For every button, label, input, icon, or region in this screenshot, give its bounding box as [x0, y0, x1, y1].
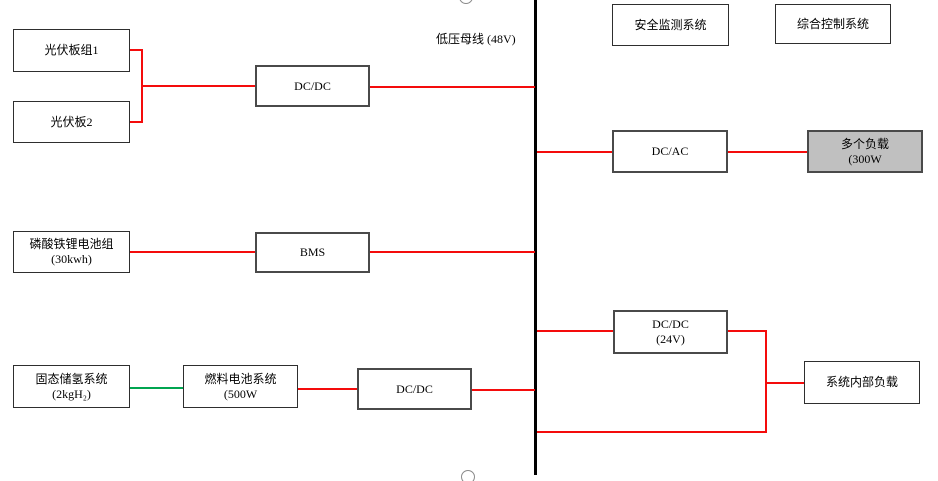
node-h2-storage-sub: (2kgH₂) [52, 386, 91, 401]
wire-pv2-stub [130, 121, 143, 123]
wire-dcac-to-loads [728, 151, 807, 153]
wire-battery-to-bms [130, 251, 255, 253]
node-integrated-control: 综合控制系统 [775, 4, 891, 44]
node-pv-panel-2-label: 光伏板2 [50, 114, 93, 129]
wire-junction-vertical [765, 330, 767, 433]
node-dcdc-fuel-cell: DC/DC [357, 368, 472, 410]
node-internal-load: 系统内部负载 [804, 361, 920, 404]
node-lifepo4-battery-label: 磷酸铁锂电池组 [29, 237, 114, 251]
node-dcdc-pv: DC/DC [255, 65, 370, 107]
wire-pv1-stub [130, 49, 143, 51]
node-h2-storage: 固态储氢系统 (2kgH₂) [13, 365, 130, 408]
node-pv-panel-2: 光伏板2 [13, 101, 130, 143]
node-h2-storage-label: 固态储氢系统 [35, 371, 108, 386]
node-bms: BMS [255, 232, 370, 273]
wire-dcdc-fc-to-bus [472, 389, 535, 391]
wire-bus-bottom-to-junction [537, 431, 767, 433]
node-dcac-inverter: DC/AC [612, 130, 728, 173]
wire-fuelcell-to-dcdc [298, 388, 357, 390]
node-pv-group-1: 光伏板组1 [13, 29, 130, 72]
node-fuel-cell-sub: (500W [223, 386, 258, 401]
node-integrated-control-label: 综合控制系统 [796, 16, 869, 31]
node-dcdc-pv-label: DC/DC [294, 78, 331, 93]
wire-h2-to-fuelcell [130, 387, 183, 389]
anchor-circle-bottom [461, 470, 475, 481]
node-dcac-inverter-label: DC/AC [651, 144, 689, 158]
node-lifepo4-battery: 磷酸铁锂电池组 (30kwh) [13, 231, 130, 273]
node-lifepo4-battery-sub: (30kwh) [51, 252, 92, 266]
node-bms-label: BMS [299, 245, 326, 259]
wire-pv-to-dcdc [142, 85, 255, 87]
wire-dcdc24-to-junction [728, 330, 767, 332]
node-dcdc-24v-label: DC/DC [652, 317, 689, 331]
node-pv-group-1-label: 光伏板组1 [44, 43, 99, 57]
wire-bms-to-bus [370, 251, 535, 253]
node-dcdc-24v: DC/DC (24V) [613, 310, 728, 354]
node-internal-load-label: 系统内部负载 [825, 375, 898, 389]
wire-bus-to-dcac [537, 151, 612, 153]
wire-junction-to-internal-load [767, 382, 804, 384]
anchor-circle-top [459, 0, 473, 4]
node-safety-monitoring: 安全监测系统 [612, 4, 729, 46]
wire-bus-to-dcdc24 [537, 330, 613, 332]
node-dcdc-24v-sub: (24V) [656, 332, 685, 346]
node-ac-loads: 多个负载 (300W [807, 130, 923, 173]
dc-bus-line [534, 0, 537, 475]
node-dcdc-fuel-cell-label: DC/DC [396, 381, 433, 396]
node-ac-loads-label: 多个负载 [840, 136, 889, 151]
node-fuel-cell: 燃料电池系统 (500W [183, 365, 298, 408]
dc-bus-label: 低压母线 (48V) [436, 32, 516, 46]
node-fuel-cell-label: 燃料电池系统 [204, 371, 277, 386]
node-safety-monitoring-label: 安全监测系统 [634, 17, 707, 32]
node-ac-loads-sub: (300W [848, 151, 882, 166]
wire-dcdc-pv-to-bus [370, 86, 535, 88]
